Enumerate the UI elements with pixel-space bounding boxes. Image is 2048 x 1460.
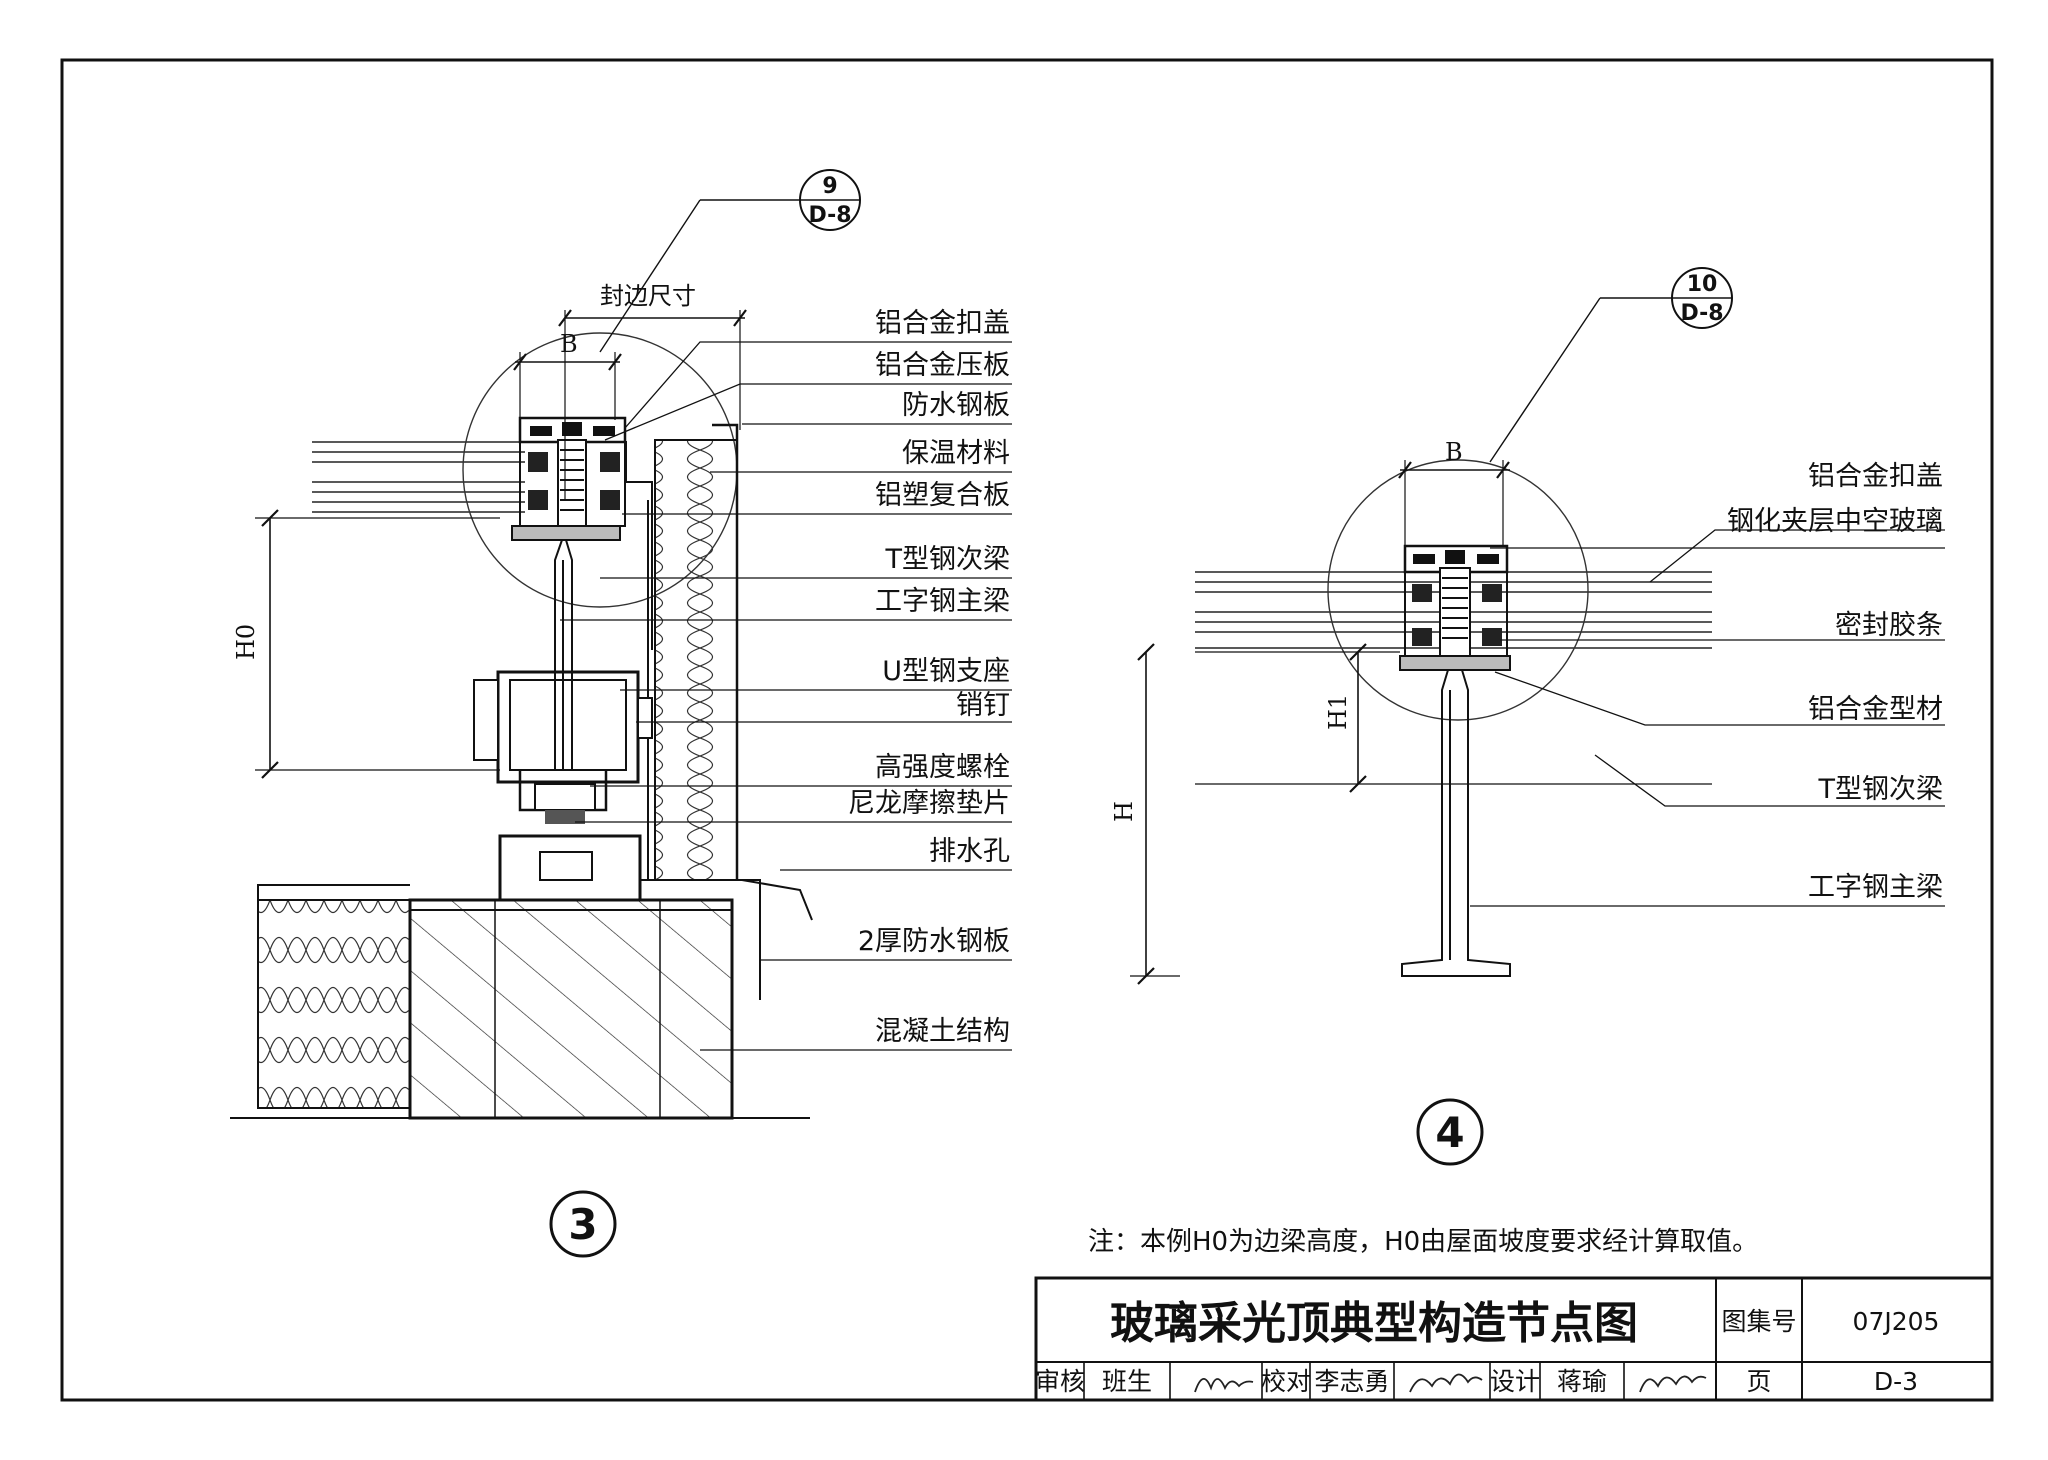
detail4-callout-circle: [1327, 459, 1589, 721]
detail3-leaders: [560, 341, 1012, 1051]
detail4-ref-top: 10: [1687, 272, 1718, 297]
sheet-border: [60, 58, 1994, 1402]
detail3-label-6: 工字钢主梁: [875, 586, 1010, 617]
checker-signature: [1409, 1373, 1483, 1393]
detail-4: B H1 H 10 D-8: [1110, 267, 1945, 1166]
designer-signature: [1639, 1375, 1707, 1393]
detail3-label-11: 排水孔: [929, 836, 1010, 867]
atlas-number: 07J205: [1853, 1307, 1940, 1336]
detail3-label-1: 铝合金压板: [875, 350, 1010, 381]
detail4-dim-b: B: [1398, 438, 1510, 545]
detail4-ref-bottom: D-8: [1680, 301, 1723, 326]
detail3-u-support: [473, 670, 653, 824]
detail4-number: 4: [1435, 1108, 1464, 1157]
detail3-label-9: 高强度螺栓: [875, 752, 1010, 783]
detail4-dim-h1-text: H1: [1324, 694, 1352, 730]
detail3-dim-seal: 封边尺寸: [558, 282, 747, 500]
detail4-number-circle: [1416, 1098, 1484, 1166]
detail3-glass-panes: [312, 441, 525, 513]
detail3-label-7: U型钢支座: [882, 656, 1010, 687]
detail3-label-8: 销钉: [956, 690, 1010, 721]
detail3-labels: 铝合金扣盖 铝合金压板 防水钢板 保温材料 铝塑复合板 T型钢次梁 工字钢主梁 …: [848, 308, 1010, 1047]
page-label: 页: [1746, 1367, 1771, 1396]
detail4-ref-bubble: 10 D-8: [1489, 267, 1733, 463]
atlas-label: 图集号: [1721, 1307, 1796, 1336]
title-block: 玻璃采光顶典型构造节点图 图集号 07J205 审核 班生 校对 李志勇 设计 …: [1034, 1276, 1994, 1402]
detail3-label-4: 铝塑复合板: [875, 480, 1010, 511]
reviewer-signature: [1194, 1378, 1254, 1393]
detail4-leaders: [1470, 529, 1945, 907]
detail4-label-5: 工字钢主梁: [1808, 872, 1943, 903]
detail3-wall-insulation: [257, 899, 411, 1109]
design-label: 设计: [1490, 1367, 1540, 1396]
reviewer-name: 班生: [1102, 1367, 1152, 1396]
detail4-i-beam: [1401, 669, 1511, 977]
detail4-label-4: T型钢次梁: [1818, 774, 1944, 805]
detail4-t-beam-flange: [1399, 655, 1511, 671]
detail3-dim-h0-text: H0: [232, 624, 260, 660]
review-label: 审核: [1035, 1367, 1085, 1396]
detail3-i-beam: [554, 539, 573, 771]
drawing-title: 玻璃采光顶典型构造节点图: [1110, 1298, 1638, 1349]
detail3-dim-seal-text: 封边尺寸: [600, 282, 696, 310]
detail3-label-12: 2厚防水钢板: [858, 926, 1010, 957]
detail3-label-13: 混凝土结构: [875, 1016, 1010, 1047]
detail3-dim-b-text: B: [560, 330, 578, 358]
detail3-ref-top: 9: [822, 174, 837, 199]
detail4-dim-h: H: [1110, 643, 1180, 985]
check-label: 校对: [1261, 1367, 1311, 1396]
detail4-dim-h-text: H: [1110, 801, 1138, 822]
detail-3: 封边尺寸 B H0 9 D-8: [230, 169, 1012, 1258]
detail3-label-10: 尼龙摩擦垫片: [848, 788, 1010, 819]
detail3-ref-bubble: 9 D-8: [599, 169, 861, 353]
detail4-dim-h1: H1: [1195, 643, 1712, 793]
detail3-number-circle: [549, 1190, 617, 1258]
detail4-labels: 铝合金扣盖 钢化夹层中空玻璃 密封胶条 铝合金型材 T型钢次梁 工字钢主梁: [1727, 461, 1943, 903]
detail3-ref-bottom: D-8: [808, 203, 851, 228]
detail3-dim-b: B: [513, 330, 622, 420]
detail4-label-2: 密封胶条: [1835, 610, 1943, 641]
detail3-label-3: 保温材料: [902, 438, 1010, 469]
detail4-label-3: 铝合金型材: [1808, 694, 1943, 725]
detail4-label-1: 钢化夹层中空玻璃: [1727, 506, 1943, 537]
designer-name: 蒋瑜: [1557, 1367, 1607, 1396]
checker-name: 李志勇: [1314, 1367, 1389, 1396]
detail4-dim-b-text: B: [1445, 438, 1463, 466]
detail3-label-2: 防水钢板: [902, 390, 1010, 421]
detail3-insulation: [654, 439, 738, 881]
detail3-number: 3: [568, 1200, 597, 1249]
detail3-label-0: 铝合金扣盖: [875, 308, 1010, 339]
detail3-concrete: [408, 898, 734, 1120]
note-text: 注：本例H0为边梁高度，H0由屋面坡度要求经计算取值。: [1088, 1227, 1758, 1257]
detail4-cap: [1403, 544, 1509, 659]
page-number: D-3: [1874, 1367, 1918, 1396]
detail3-dim-h0: H0: [232, 509, 500, 779]
detail4-label-0: 铝合金扣盖: [1808, 461, 1943, 492]
detail3-cap: [518, 416, 627, 529]
detail3-t-beam-flange: [511, 525, 621, 541]
detail3-label-5: T型钢次梁: [885, 544, 1011, 575]
